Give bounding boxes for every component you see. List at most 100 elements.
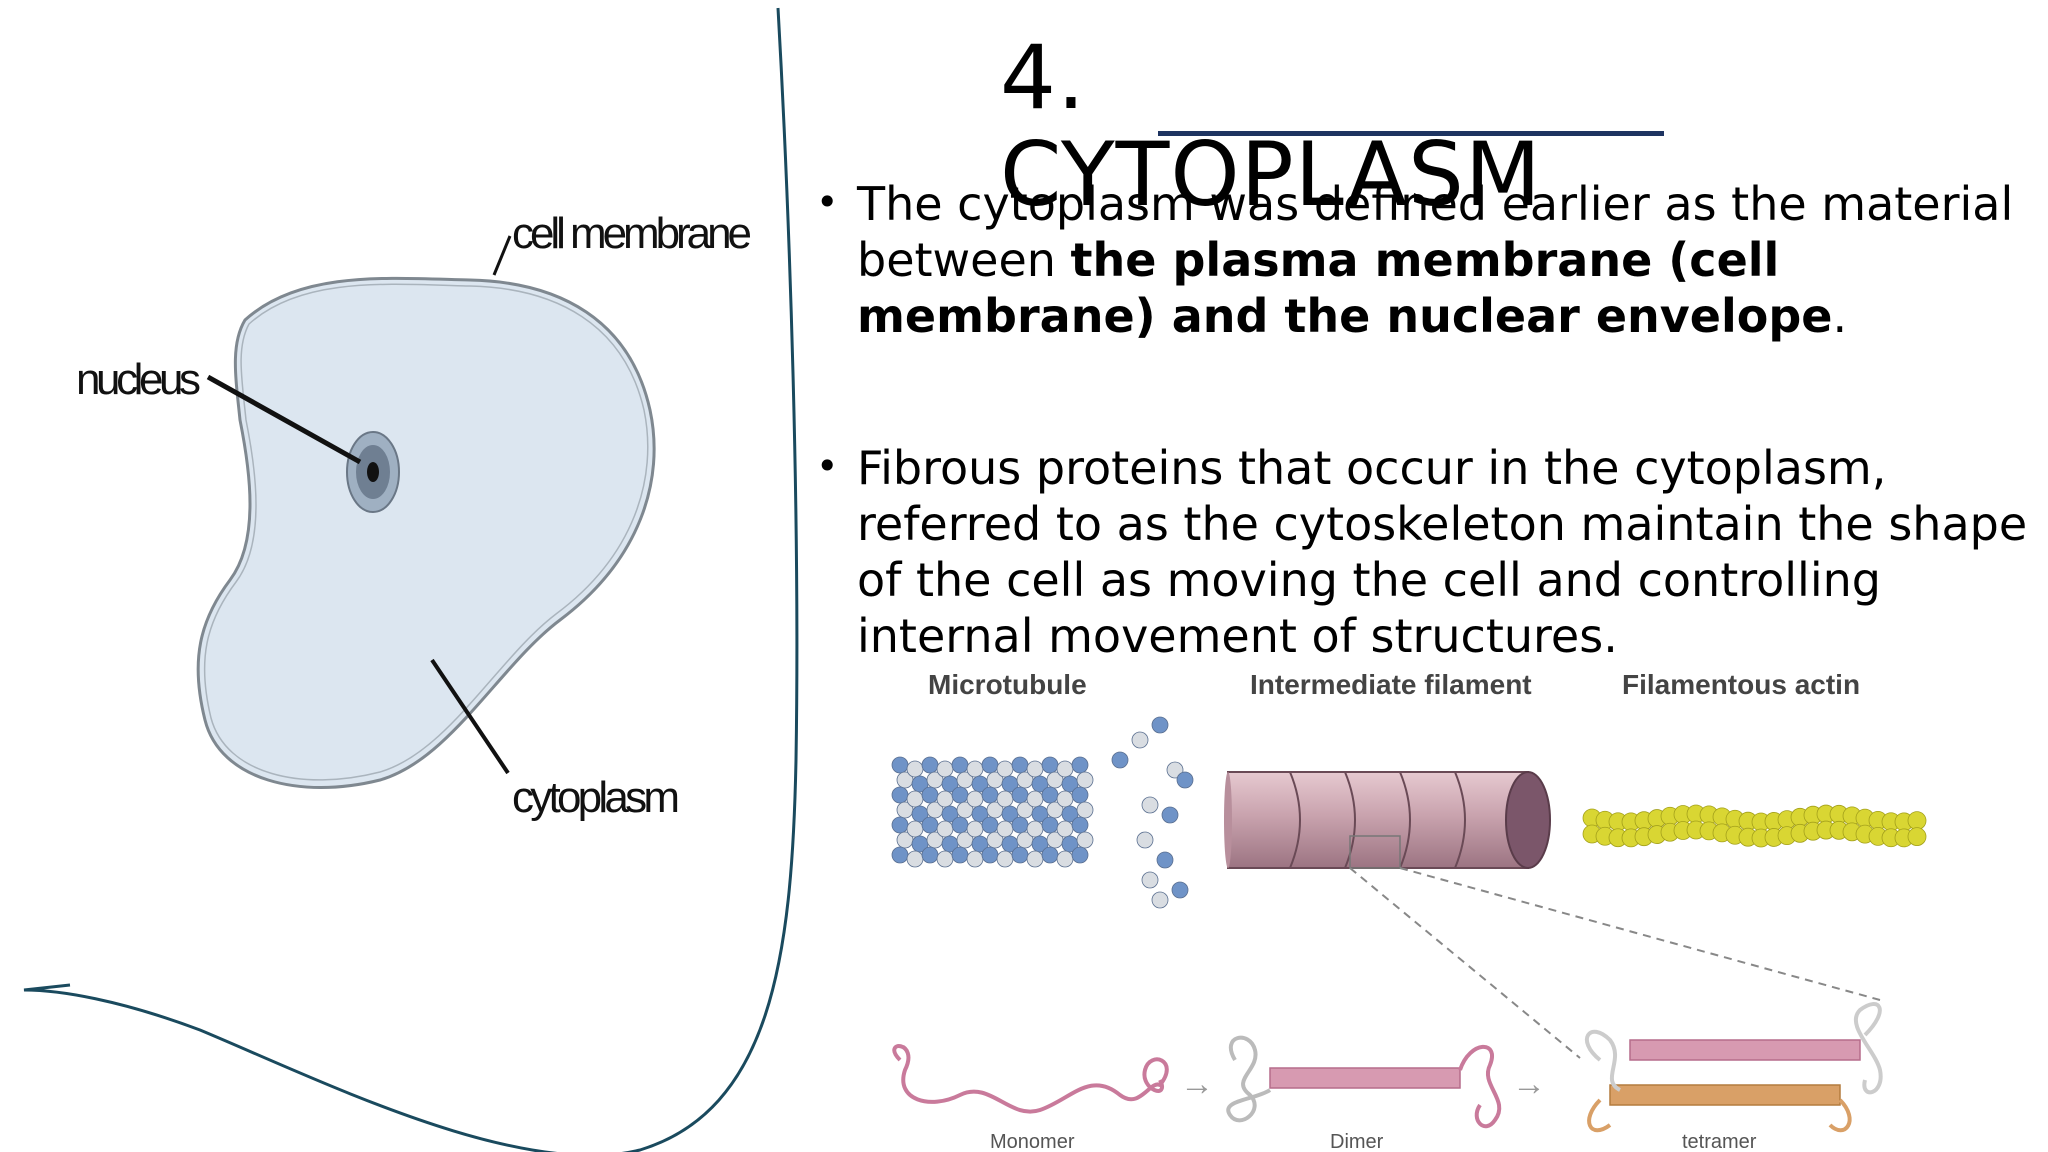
tubulin-bead [936, 820, 954, 838]
tubulin-bead [951, 756, 969, 774]
tubulin-bead [1071, 756, 1089, 774]
tubulin-bead [981, 816, 999, 834]
tubulin-bead [981, 786, 999, 804]
tubulin-bead [891, 816, 909, 834]
tubulin-bead [1076, 771, 1094, 789]
actin-bead [1907, 811, 1927, 831]
membrane-pointer-line [492, 235, 512, 276]
cytoplasm-pointer-line [430, 658, 510, 775]
tubulin-bead [936, 760, 954, 778]
tubulin-bead [966, 790, 984, 808]
intermediate-filament-illustration [1224, 771, 1881, 1059]
tubulin-bead [1011, 786, 1029, 804]
tubulin-bead [891, 786, 909, 804]
tubulin-bead [1026, 820, 1044, 838]
tubulin-bead [1011, 816, 1029, 834]
frame-line [23, 7, 799, 1152]
tubulin-bead [1161, 806, 1179, 824]
tubulin-bead [981, 756, 999, 774]
tubulin-bead [1071, 786, 1089, 804]
actin-label: Filamentous actin [1622, 669, 1860, 700]
bullet-text-1b: the plasma membrane (cell membrane) and … [857, 233, 1833, 343]
bullet-text-1a: The cytoplasm was defined earlier as the… [857, 177, 2014, 287]
tubulin-bead [891, 756, 909, 774]
bullet-dot-icon: • [816, 444, 839, 488]
dimer-illustration [1226, 1035, 1502, 1129]
tubulin-bead [1056, 820, 1074, 838]
tubulin-bead [921, 846, 939, 864]
monomer-label: Monomer [990, 1131, 1075, 1152]
tubulin-bead [1141, 796, 1159, 814]
bullet-dot-icon: • [816, 180, 839, 224]
tetramer-illustration [1584, 1002, 1883, 1133]
tubulin-bead [951, 816, 969, 834]
tubulin-bead [966, 820, 984, 838]
page-title: 4. CYTOPLASM [1000, 26, 1542, 226]
nucleus-pointer-line [206, 374, 362, 465]
tubulin-bead [966, 760, 984, 778]
tubulin-bead [996, 820, 1014, 838]
tubulin-bead [1151, 716, 1169, 734]
tubulin-bead [1166, 761, 1184, 779]
tubulin-bead [1176, 771, 1194, 789]
tubulin-bead [1011, 846, 1029, 864]
tubulin-bead [1056, 850, 1074, 868]
tubulin-bead [1041, 846, 1059, 864]
cell-body [196, 276, 656, 789]
bullet-list: • The cytoplasm was defined earlier as t… [812, 176, 2042, 760]
tubulin-bead [1136, 831, 1154, 849]
bullet-text-1c: . [1832, 289, 1848, 343]
nucleolus [367, 462, 379, 482]
monomer-illustration [892, 1044, 1169, 1114]
tubulin-bead [1041, 816, 1059, 834]
tubulin-bead [906, 790, 924, 808]
microtubule-label: Microtubule [928, 669, 1087, 700]
tetramer-label: tetramer [1682, 1131, 1757, 1152]
tubulin-bead [996, 790, 1014, 808]
tubulin-bead [906, 820, 924, 838]
title-underline [1158, 131, 1664, 136]
tubulin-bead [936, 850, 954, 868]
bullet-item-1: • The cytoplasm was defined earlier as t… [812, 176, 2042, 344]
intermediate-filament-label: Intermediate filament [1250, 669, 1532, 700]
tubulin-bead [996, 760, 1014, 778]
arrow-1-icon: → [1180, 1065, 1214, 1103]
tubulin-bead [1071, 816, 1089, 834]
tubulin-bead [966, 850, 984, 868]
tubulin-bead [951, 786, 969, 804]
tubulin-bead [936, 790, 954, 808]
tubulin-bead [1076, 801, 1094, 819]
tubulin-bead [1111, 751, 1129, 769]
tubulin-bead [1076, 831, 1094, 849]
tubulin-bead [1131, 731, 1149, 749]
tubulin-bead [1056, 760, 1074, 778]
tubulin-bead [981, 846, 999, 864]
tubulin-bead [951, 846, 969, 864]
bullet-item-2: • Fibrous proteins that occur in the cyt… [812, 440, 2042, 664]
tubulin-bead [921, 786, 939, 804]
cell-membrane-label: cell membrane [512, 209, 752, 258]
cell-membrane-inner [203, 283, 649, 781]
tubulin-bead [1026, 790, 1044, 808]
tubulin-bead [921, 756, 939, 774]
actin-illustration [1582, 804, 1927, 848]
tubulin-bead [891, 846, 909, 864]
tubulin-bead [1156, 851, 1174, 869]
tubulin-bead [1151, 891, 1169, 909]
tubulin-bead [1026, 760, 1044, 778]
nucleus-label: nucleus [76, 355, 201, 404]
tubulin-bead [1171, 881, 1189, 899]
tubulin-bead [1011, 756, 1029, 774]
tubulin-bead [1041, 786, 1059, 804]
tubulin-bead [1056, 790, 1074, 808]
tubulin-bead [1041, 756, 1059, 774]
dimer-label: Dimer [1330, 1131, 1384, 1152]
tubulin-bead [906, 760, 924, 778]
tubulin-bead [1071, 846, 1089, 864]
cytoplasm-label: cytoplasm [512, 773, 680, 822]
microtubule-illustration [891, 716, 1194, 909]
